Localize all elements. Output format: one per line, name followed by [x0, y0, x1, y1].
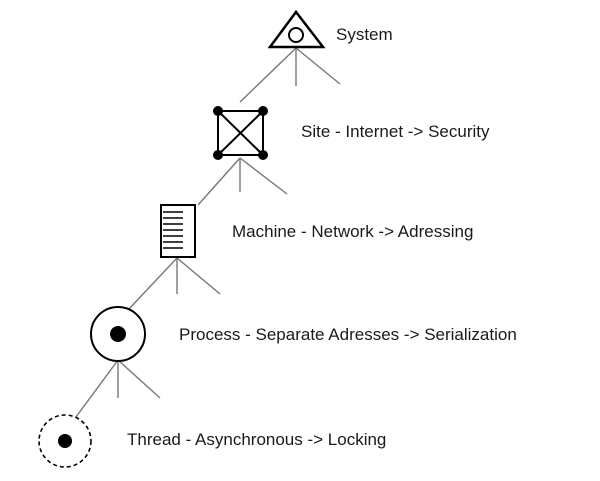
- fork-system-right: [295, 47, 341, 85]
- connectors: [75, 47, 341, 418]
- thread-label: Thread - Asynchronous -> Locking: [127, 430, 386, 449]
- connector-machine-process: [127, 257, 178, 311]
- fork-machine-right: [176, 257, 221, 295]
- fork-site-right: [239, 157, 288, 195]
- machine-rack-icon: [160, 204, 196, 258]
- connector-site-machine: [197, 157, 241, 206]
- machine-label: Machine - Network -> Adressing: [232, 222, 473, 241]
- connector-system-site: [239, 47, 297, 103]
- fork-process-right: [117, 359, 161, 399]
- system-label: System: [336, 25, 393, 44]
- process-label: Process - Separate Adresses -> Serializa…: [179, 325, 517, 344]
- solid-circle-icon: [90, 306, 146, 362]
- site-label: Site - Internet -> Security: [301, 122, 490, 141]
- connector-process-thread: [75, 359, 119, 418]
- triangle-circle-icon: [267, 9, 326, 49]
- dashed-circle-icon: [38, 414, 92, 468]
- connected-square-icon: [213, 106, 268, 160]
